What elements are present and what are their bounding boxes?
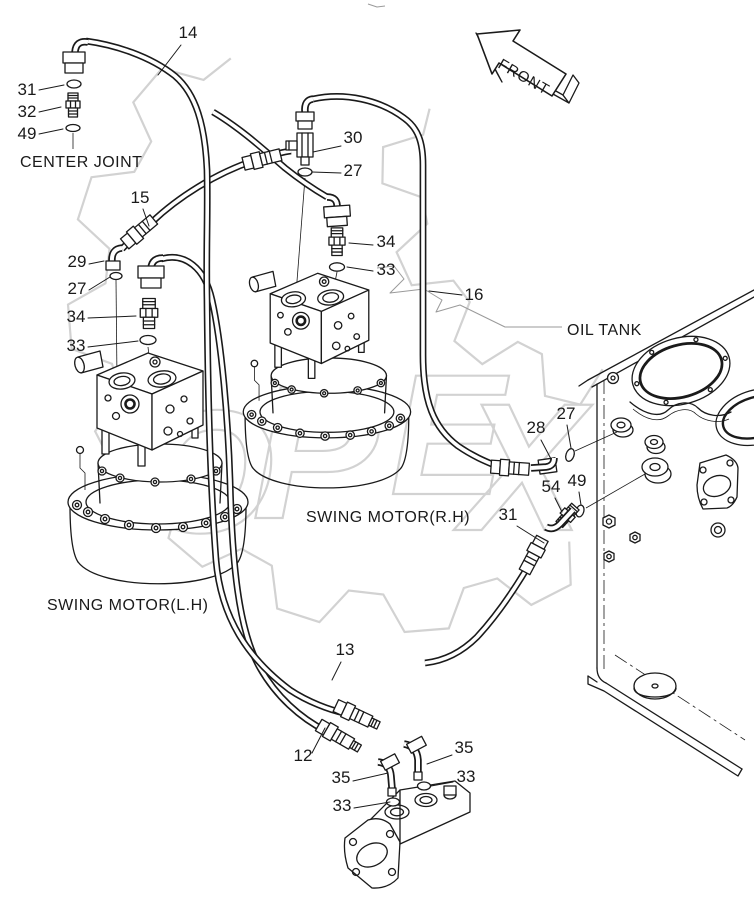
- o-ring-33: [418, 782, 431, 790]
- annotation-oil-tank: OIL TANK: [567, 322, 642, 339]
- manifold-block: [344, 781, 470, 888]
- nipple-34: [139, 297, 159, 330]
- part-callout-49: 49: [18, 124, 37, 143]
- o-ring-33: [330, 263, 345, 271]
- leader-line-33: [88, 341, 138, 347]
- part-callout-34: 34: [67, 307, 86, 326]
- leader-line-27: [312, 172, 341, 173]
- leader-line-33: [347, 267, 373, 271]
- leader-line-12: [312, 728, 325, 753]
- leader-line-33: [354, 802, 390, 808]
- leader-line-49: [579, 492, 581, 505]
- tank-nuts: [603, 515, 640, 562]
- leader-line-27: [89, 277, 110, 290]
- leader-line-33: [431, 782, 453, 786]
- fittings: [63, 42, 585, 806]
- part-callout-15: 15: [131, 188, 150, 207]
- part-callout-33: 33: [377, 260, 396, 279]
- part-callout-31: 31: [18, 80, 37, 99]
- part-callout-13: 13: [336, 640, 355, 659]
- leader-line-49: [39, 129, 63, 134]
- leader-line-13: [332, 662, 341, 680]
- part-callout-28: 28: [527, 418, 546, 437]
- tee-30: [297, 133, 313, 157]
- part-callout-34: 34: [377, 232, 396, 251]
- part-callout-29: 29: [68, 252, 87, 271]
- part-callout-32: 32: [18, 102, 37, 121]
- part-callout-30: 30: [344, 128, 363, 147]
- part-callout-16: 16: [465, 285, 484, 304]
- annotation-center-joint: CENTER JOINT: [20, 154, 142, 171]
- leader-line-29: [89, 261, 104, 264]
- part-callout-27: 27: [557, 404, 576, 423]
- leader-line-30: [313, 146, 341, 152]
- part-callout-33: 33: [457, 767, 476, 786]
- o-ring-27: [564, 448, 576, 463]
- nipple-32: [65, 92, 81, 118]
- part-callout-33: 33: [67, 336, 86, 355]
- part-callout-33: 33: [333, 796, 352, 815]
- annotation-swing-motor-rh: SWING MOTOR(R.H): [306, 509, 470, 526]
- leader-line-34: [349, 243, 373, 245]
- leader-line-32: [39, 107, 61, 112]
- part-callout-12: 12: [294, 746, 313, 765]
- hoses: [86, 41, 537, 731]
- part-callout-14: 14: [179, 23, 198, 42]
- leader-line-15: [143, 209, 149, 226]
- oil-tank-structure: [579, 290, 754, 776]
- watermark-gear: [382, 109, 602, 405]
- o-ring-49: [66, 125, 80, 132]
- nipple-34: [328, 227, 346, 257]
- leader-line-35: [353, 773, 388, 781]
- leader-line-31: [517, 526, 544, 543]
- leader-line-28: [541, 440, 551, 459]
- o-ring-27: [110, 273, 122, 280]
- annotation-swing-motor-lh: SWING MOTOR(L.H): [47, 597, 208, 614]
- leader-line-35: [427, 755, 452, 764]
- part-callout-35: 35: [332, 768, 351, 787]
- callouts: 14 31 32 49 30 27 15 29 27 34 33 34 33 16 27 28 54 49 31 13…: [18, 23, 587, 815]
- leader-line-31: [39, 85, 64, 90]
- o-ring-31: [67, 80, 81, 88]
- phantom-lines: [368, 4, 562, 327]
- front-arrow: FRONT: [476, 30, 579, 103]
- part-callout-54: 54: [542, 477, 561, 496]
- part-callout-27: 27: [344, 161, 363, 180]
- part-callout-27: 27: [68, 279, 87, 298]
- part-callout-49: 49: [568, 471, 587, 490]
- part-callout-35: 35: [455, 738, 474, 757]
- tank-boss: [611, 418, 671, 483]
- o-ring-33: [140, 336, 156, 345]
- leader-line-34: [88, 316, 136, 318]
- o-ring-27: [298, 168, 312, 176]
- leader-line-54: [555, 498, 562, 512]
- part-callout-31: 31: [499, 505, 518, 524]
- leader-line-16: [429, 291, 462, 295]
- o-ring-33: [387, 798, 400, 806]
- leader-line-14: [158, 45, 181, 75]
- annotations: CENTER JOINT SWING MOTOR(L.H) SWING MOTOR(…: [20, 154, 642, 614]
- leader-line-27: [567, 425, 571, 448]
